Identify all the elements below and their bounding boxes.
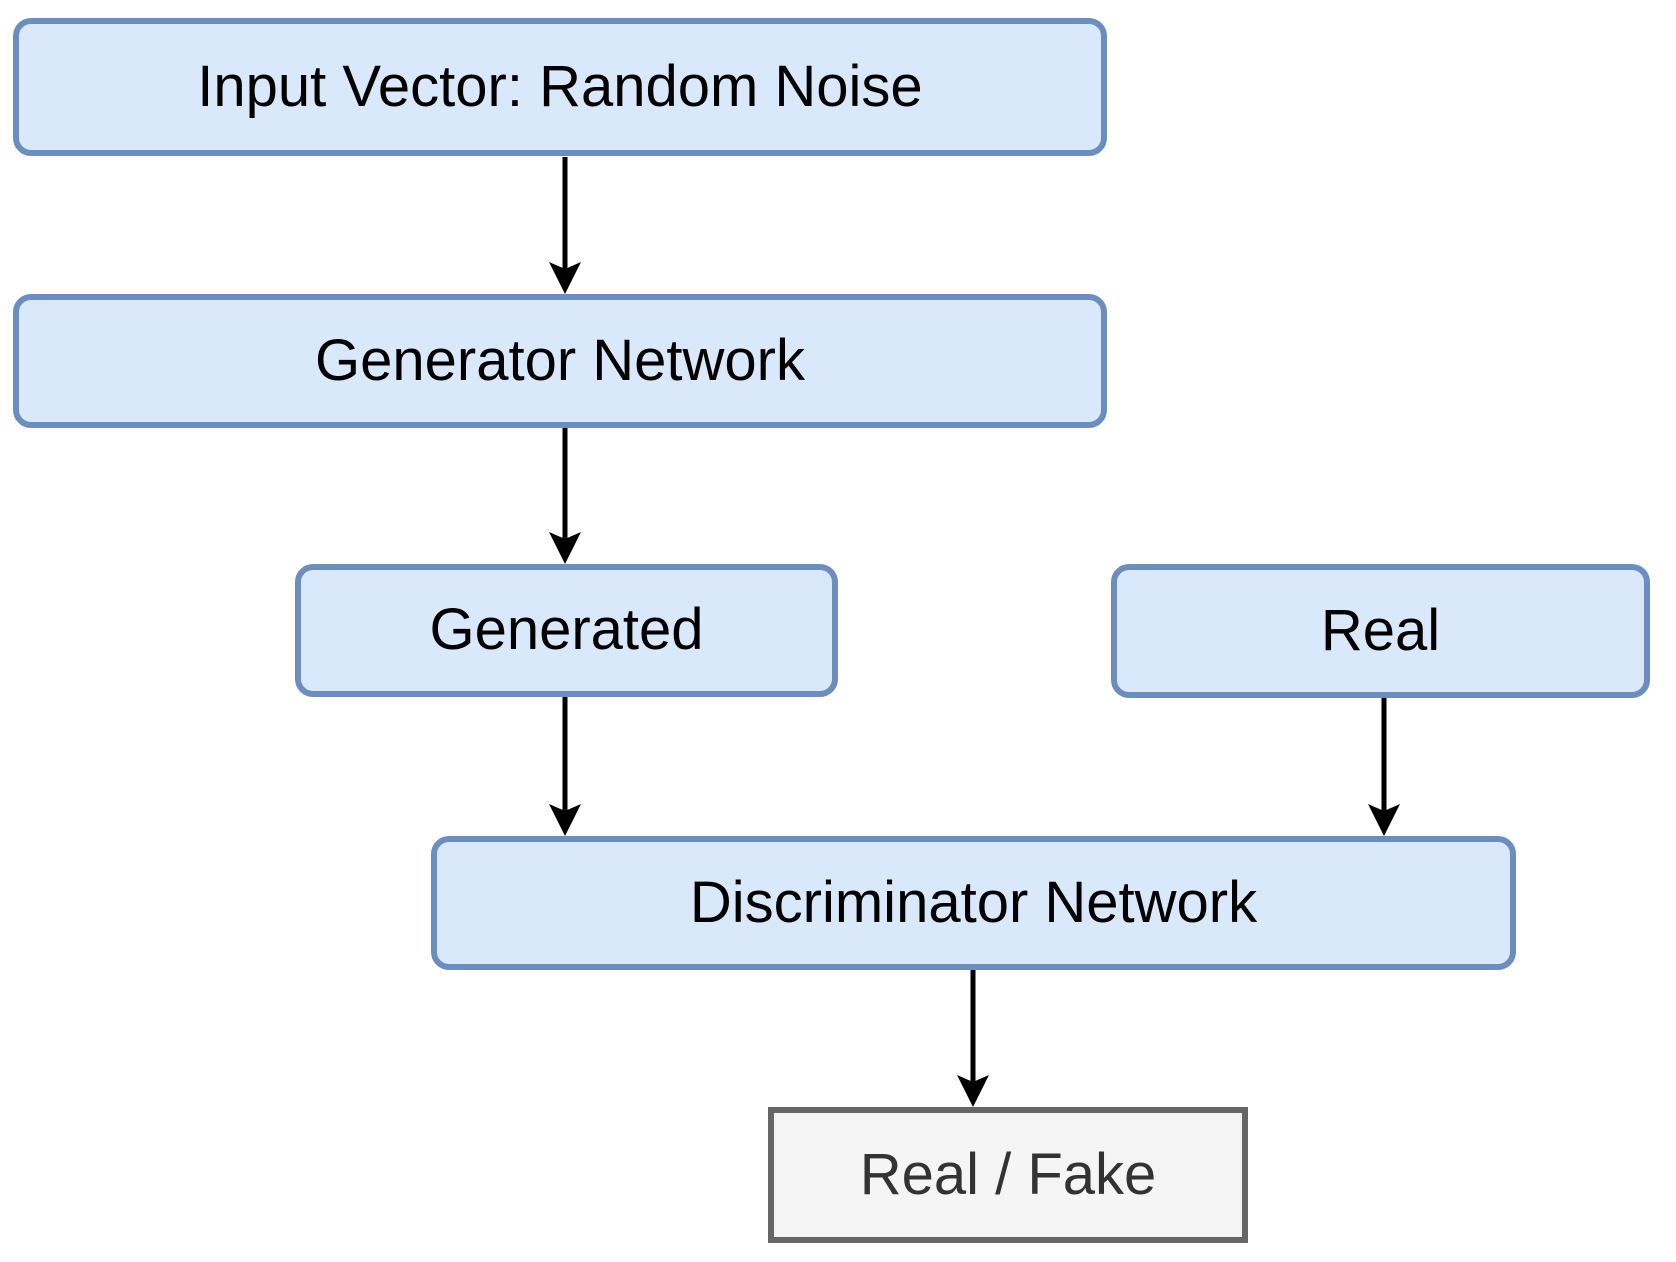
node-label-input-vector: Input Vector: Random Noise xyxy=(197,53,923,119)
node-real: Real xyxy=(1111,564,1650,698)
arrow-generator-to-generated xyxy=(549,428,581,564)
arrow-discriminator-to-realfake xyxy=(957,970,989,1107)
node-generated: Generated xyxy=(295,564,838,697)
node-label-generator-network: Generator Network xyxy=(315,327,805,393)
arrow-real-to-discriminator xyxy=(1368,698,1400,836)
node-generator-network: Generator Network xyxy=(13,294,1107,428)
arrow-input-to-generator xyxy=(549,157,581,294)
node-label-generated: Generated xyxy=(429,597,704,663)
node-label-real: Real xyxy=(1320,597,1441,663)
node-input-vector: Input Vector: Random Noise xyxy=(13,18,1107,156)
node-real-fake: Real / Fake xyxy=(768,1107,1248,1243)
arrow-generated-to-discriminator xyxy=(549,697,581,836)
node-label-real-fake: Real / Fake xyxy=(859,1141,1157,1207)
node-label-discriminator-network: Discriminator Network xyxy=(689,869,1258,935)
node-discriminator-network: Discriminator Network xyxy=(431,836,1516,970)
